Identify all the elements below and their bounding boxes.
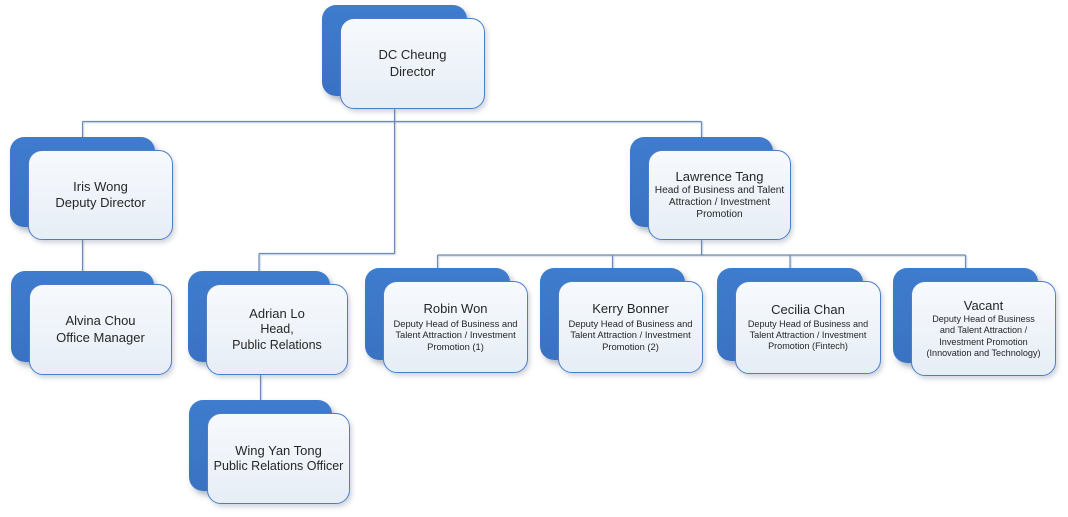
node-card: Adrian Lo Head, Public Relations xyxy=(206,284,348,375)
node-name: Vacant xyxy=(963,297,1004,313)
node-name: Alvina Chou xyxy=(65,313,136,329)
org-node-cecilia-chan[interactable]: Cecilia Chan Deputy Head of Business and… xyxy=(717,268,881,374)
node-card: DC Cheung Director xyxy=(340,18,485,109)
org-node-kerry-bonner[interactable]: Kerry Bonner Deputy Head of Business and… xyxy=(540,268,703,373)
node-name: Wing Yan Tong xyxy=(235,442,322,458)
node-card: Wing Yan Tong Public Relations Officer xyxy=(207,413,350,504)
node-role: Public Relations Officer xyxy=(213,459,344,473)
node-role: Deputy Head of Business and Talent Attra… xyxy=(568,317,693,352)
node-card: Lawrence Tang Head of Business and Talen… xyxy=(648,150,791,240)
org-node-lawrence-tang[interactable]: Lawrence Tang Head of Business and Talen… xyxy=(630,137,791,240)
node-role: Head, Public Relations xyxy=(232,322,322,352)
node-name: Lawrence Tang xyxy=(675,168,764,184)
node-card: Alvina Chou Office Manager xyxy=(29,284,172,375)
org-node-iris-wong[interactable]: Iris Wong Deputy Director xyxy=(10,137,173,240)
node-role: Deputy Head of Business and Talent Attra… xyxy=(393,317,518,352)
org-node-vacant[interactable]: Vacant Deputy Head of Business and Talen… xyxy=(893,268,1056,376)
node-card: Cecilia Chan Deputy Head of Business and… xyxy=(735,281,881,374)
node-role: Deputy Head of Business and Talent Attra… xyxy=(926,314,1041,358)
node-name: Robin Won xyxy=(423,301,488,317)
node-name: Adrian Lo xyxy=(249,306,305,322)
node-role: Head of Business and Talent Attraction /… xyxy=(654,184,785,221)
node-card: Vacant Deputy Head of Business and Talen… xyxy=(911,281,1056,376)
node-name: Cecilia Chan xyxy=(771,302,845,318)
org-node-alvina-chou[interactable]: Alvina Chou Office Manager xyxy=(11,271,172,375)
org-node-robin-won[interactable]: Robin Won Deputy Head of Business and Ta… xyxy=(365,268,528,373)
org-node-adrian-lo[interactable]: Adrian Lo Head, Public Relations xyxy=(188,271,348,375)
node-name: Iris Wong xyxy=(73,178,128,194)
node-name: Kerry Bonner xyxy=(592,301,669,317)
node-role: Office Manager xyxy=(56,329,145,345)
node-card: Robin Won Deputy Head of Business and Ta… xyxy=(383,281,528,373)
node-card: Iris Wong Deputy Director xyxy=(28,150,173,240)
org-node-dc-cheung[interactable]: DC Cheung Director xyxy=(322,5,485,109)
node-card: Kerry Bonner Deputy Head of Business and… xyxy=(558,281,703,373)
node-role: Deputy Director xyxy=(55,195,146,210)
node-role: Director xyxy=(389,63,436,79)
node-role: Deputy Head of Business and Talent Attra… xyxy=(747,318,869,352)
node-name: DC Cheung xyxy=(378,47,447,63)
org-node-wing-yan-tong[interactable]: Wing Yan Tong Public Relations Officer xyxy=(189,400,350,504)
